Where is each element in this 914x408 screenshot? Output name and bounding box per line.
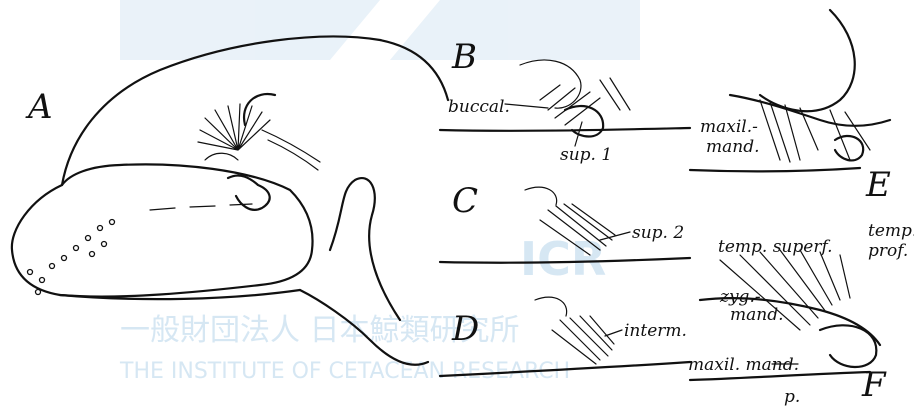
nostril-dots: [28, 220, 115, 295]
panel-letter-d: D: [451, 309, 479, 349]
panel-letter-a: A: [25, 87, 53, 127]
panel-f-lobe: [820, 325, 876, 367]
panel-e-fibers: [760, 100, 870, 162]
panel-letter-c: C: [452, 181, 478, 221]
jaw-outline: [12, 164, 313, 296]
panel-e-drawing: maxil.- mand. E: [690, 10, 891, 205]
panel-b-arch: [520, 60, 581, 108]
panel-letter-f: F: [861, 365, 887, 405]
flipper-line: [330, 178, 400, 320]
label-mand-e: mand.: [706, 137, 760, 157]
label-mand-f: mand.: [730, 305, 784, 325]
panel-f-drawing: temp. superf. temp. prof. zyg.- mand. ma…: [688, 221, 914, 407]
panel-e-baseline: [690, 168, 860, 171]
label-temp: temp.: [868, 221, 914, 241]
panel-e-head-line: [760, 10, 855, 111]
label-interm: interm.: [624, 321, 687, 341]
eye: [205, 153, 238, 160]
panel-c-arch: [525, 187, 557, 205]
label-buccal: buccal.: [448, 97, 510, 117]
watermark-org-en: THE INSTITUTE OF CETACEAN RESEARCH: [119, 359, 570, 384]
arrow-buccal: [505, 104, 548, 108]
muscle-fan-a: [198, 104, 270, 150]
watermark-logo-text: ICR: [520, 232, 606, 286]
panel-letter-e: E: [865, 165, 891, 205]
panel-letter-b: B: [451, 37, 477, 77]
panel-b-baseline: [440, 128, 690, 131]
jaw-dashed-line: [150, 204, 252, 210]
label-sup2: sup. 2: [632, 223, 684, 243]
panel-d-fibers: [552, 316, 614, 364]
label-temp-superf: temp. superf.: [718, 237, 833, 257]
muscle-band-a: [262, 130, 320, 170]
panel-b-fibers: [540, 78, 630, 125]
panel-d-arch: [535, 297, 567, 316]
label-maxil-mand-f: maxil. mand.: [688, 355, 799, 375]
label-maxil-e: maxil.-: [700, 117, 758, 137]
arrow-interm: [605, 330, 622, 336]
label-sup1: sup. 1: [560, 145, 612, 165]
label-p: p.: [784, 387, 800, 407]
label-zyg: zyg.-: [719, 287, 761, 307]
lower-jaw-line: [60, 290, 300, 299]
label-prof: prof.: [868, 241, 908, 261]
